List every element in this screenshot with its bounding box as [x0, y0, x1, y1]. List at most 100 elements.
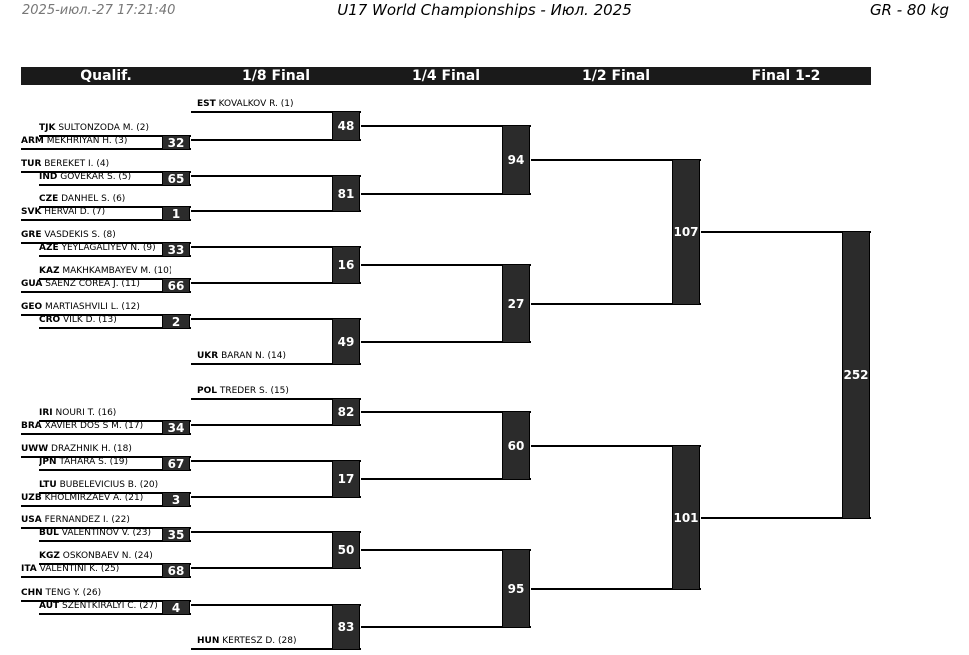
bracket-line: [191, 363, 361, 365]
qualif-bout-box: 3: [162, 492, 190, 507]
bracket-line: [21, 600, 191, 602]
wrestler-name: YEYLAGALIYEV N. (9): [58, 243, 156, 253]
country-code: TUR: [21, 159, 42, 169]
wrestler-name: SZENTKIRALYI C. (27): [59, 601, 158, 611]
wrestler-name: MEKHRIYAN H. (3): [43, 136, 128, 146]
bout-number: 107: [673, 225, 699, 239]
wrestler-entry: IND GOVEKAR S. (5): [39, 170, 171, 184]
wrestler-entry: TJK SULTONZODA M. (2): [39, 121, 171, 135]
bout-number: 32: [167, 135, 185, 150]
country-code: LTU: [39, 480, 57, 490]
bout-number: 60: [507, 438, 525, 453]
bracket-line: [21, 219, 191, 221]
bracket-line: [531, 445, 701, 447]
country-code: UWW: [21, 444, 49, 454]
bout-number: 34: [167, 420, 185, 435]
bracket-line: [191, 648, 361, 650]
bracket-line: [39, 278, 191, 280]
bout-number: 81: [337, 186, 355, 201]
wrestler-entry: SVK HERVAI D. (7): [21, 205, 171, 219]
country-code: IRI: [39, 408, 53, 418]
country-code: ITA: [21, 564, 37, 574]
wrestler-entry: POL TREDER S. (15): [197, 384, 332, 398]
bracket-line: [191, 282, 361, 284]
bracket-line: [21, 171, 191, 173]
bracket-line: [39, 135, 191, 137]
bout-number: 16: [337, 258, 355, 272]
bracket-line: [21, 505, 191, 507]
wrestler-name: BUBELEVICIUS B. (20): [56, 480, 159, 490]
bracket-line: [39, 184, 191, 186]
bracket-line: [39, 327, 191, 329]
bracket-line: [361, 626, 531, 628]
wrestler-name: DRAZHNIK H. (18): [48, 444, 132, 454]
wrestler-name: DANHEL S. (6): [58, 194, 126, 204]
bout-number: 50: [337, 543, 355, 557]
wrestler-name: MAKHKAMBAYEV M. (10): [59, 266, 171, 276]
country-code: GUA: [21, 279, 43, 289]
wrestler-name: GOVEKAR S. (5): [57, 172, 132, 182]
eighth-final-bout-box: 81: [332, 175, 360, 212]
qualif-bout-box: 35: [162, 527, 190, 542]
bout-number: 2: [171, 314, 181, 329]
wrestler-name: VALENTINOV V. (23): [58, 528, 151, 538]
country-code: BUL: [39, 528, 59, 538]
weight-category: GR - 80 kg: [869, 1, 949, 19]
wrestler-entry: UZB KHOLMIRZAEV A. (21): [21, 491, 171, 505]
wrestler-entry: BUL VALENTINOV V. (23): [39, 526, 171, 540]
bracket-line: [191, 531, 361, 533]
column-quarter-final: 1/4 Final: [411, 68, 481, 84]
timestamp: 2025-июл.-27 17:21:40: [22, 3, 176, 18]
qualif-bout-box: 34: [162, 420, 190, 435]
wrestler-name: FERNANDEZ I. (22): [41, 515, 130, 525]
country-code: TJK: [39, 123, 56, 133]
wrestler-name: BEREKET I. (4): [41, 159, 110, 169]
wrestler-name: MARTIASHVILI L. (12): [42, 302, 140, 312]
wrestler-name: VILK D. (13): [60, 315, 117, 325]
eighth-final-bout-box: 17: [332, 460, 360, 498]
bracket-line: [701, 517, 871, 519]
wrestler-entry: ARM MEKHRIYAN H. (3): [21, 134, 171, 148]
wrestler-entry: TUR BEREKET I. (4): [21, 157, 171, 171]
bracket-line: [39, 255, 191, 257]
country-code: USA: [21, 515, 42, 525]
eighth-final-bout-box: 49: [332, 318, 360, 365]
country-code: CZE: [39, 194, 59, 204]
column-eighth-final: 1/8 Final: [241, 68, 311, 84]
country-code: GRE: [21, 230, 42, 240]
bout-number: 35: [167, 527, 185, 542]
country-code: UZB: [21, 493, 42, 503]
bracket-line: [21, 433, 191, 435]
column-final: Final 1-2: [751, 68, 821, 84]
bracket-line: [191, 398, 361, 400]
qualif-bout-box: 1: [162, 206, 190, 221]
bracket-line: [39, 420, 191, 422]
bracket-line: [21, 291, 191, 293]
country-code: JPN: [39, 457, 57, 467]
bracket-line: [39, 540, 191, 542]
column-semi-final: 1/2 Final: [581, 68, 651, 84]
eighth-final-bout-box: 83: [332, 604, 360, 650]
wrestler-entry: GRE VASDEKIS S. (8): [21, 228, 171, 242]
country-code: AUT: [39, 601, 60, 611]
country-code: EST: [197, 99, 216, 109]
country-code: POL: [197, 386, 217, 396]
bout-number: 68: [167, 563, 185, 578]
qualif-bout-box: 65: [162, 171, 190, 186]
semi-final-bout-box: 101: [672, 445, 700, 590]
wrestler-entry: JPN TAHARA S. (19): [39, 455, 171, 469]
bracket-line: [191, 111, 361, 113]
wrestler-name: KHOLMIRZAEV A. (21): [41, 493, 144, 503]
bracket-line: [39, 563, 191, 565]
quarter-final-bout-box: 60: [502, 411, 530, 480]
bout-number: 1: [171, 206, 181, 221]
bout-number: 17: [337, 472, 355, 486]
quarter-final-bout-box: 95: [502, 549, 530, 628]
bout-number: 48: [337, 119, 355, 133]
bout-number: 94: [507, 153, 525, 167]
bout-number: 3: [171, 492, 181, 507]
bracket-line: [21, 314, 191, 316]
wrestler-name: SULTONZODA M. (2): [55, 123, 149, 133]
eighth-final-bout-box: 50: [332, 531, 360, 569]
bout-number: 27: [507, 296, 525, 311]
